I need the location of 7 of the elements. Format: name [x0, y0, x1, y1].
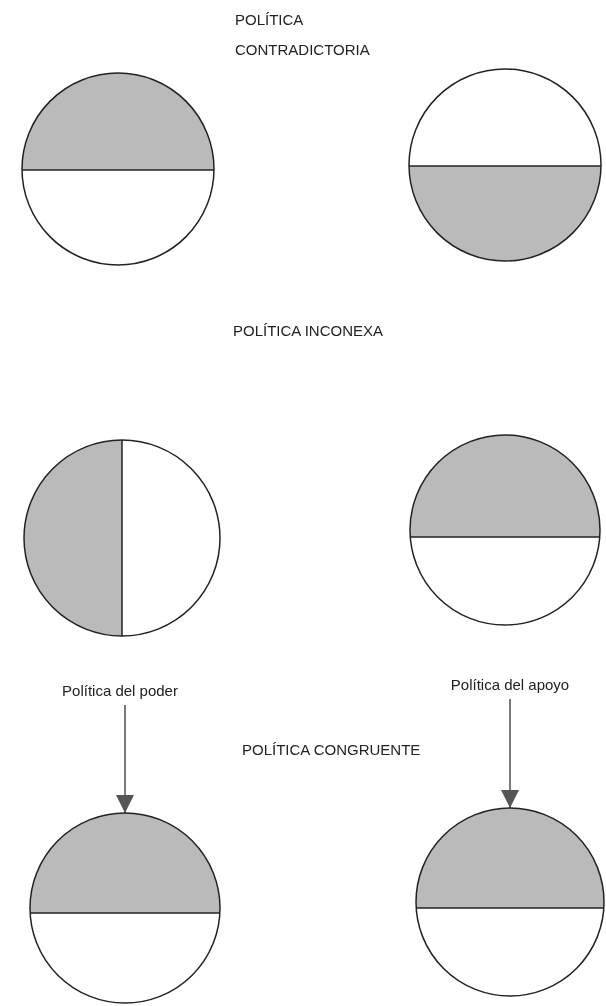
section-heading: POLÍTICA CONGRUENTE — [242, 740, 422, 760]
arrow-caption: Política del apoyo — [450, 675, 570, 694]
arrow — [501, 698, 519, 809]
arrow — [116, 704, 134, 814]
arrow-caption: Política del poder — [61, 681, 179, 700]
section-heading: POLÍTICA CONTRADICTORIA — [235, 10, 371, 60]
section-heading: POLÍTICA INCONEXA — [233, 321, 385, 341]
